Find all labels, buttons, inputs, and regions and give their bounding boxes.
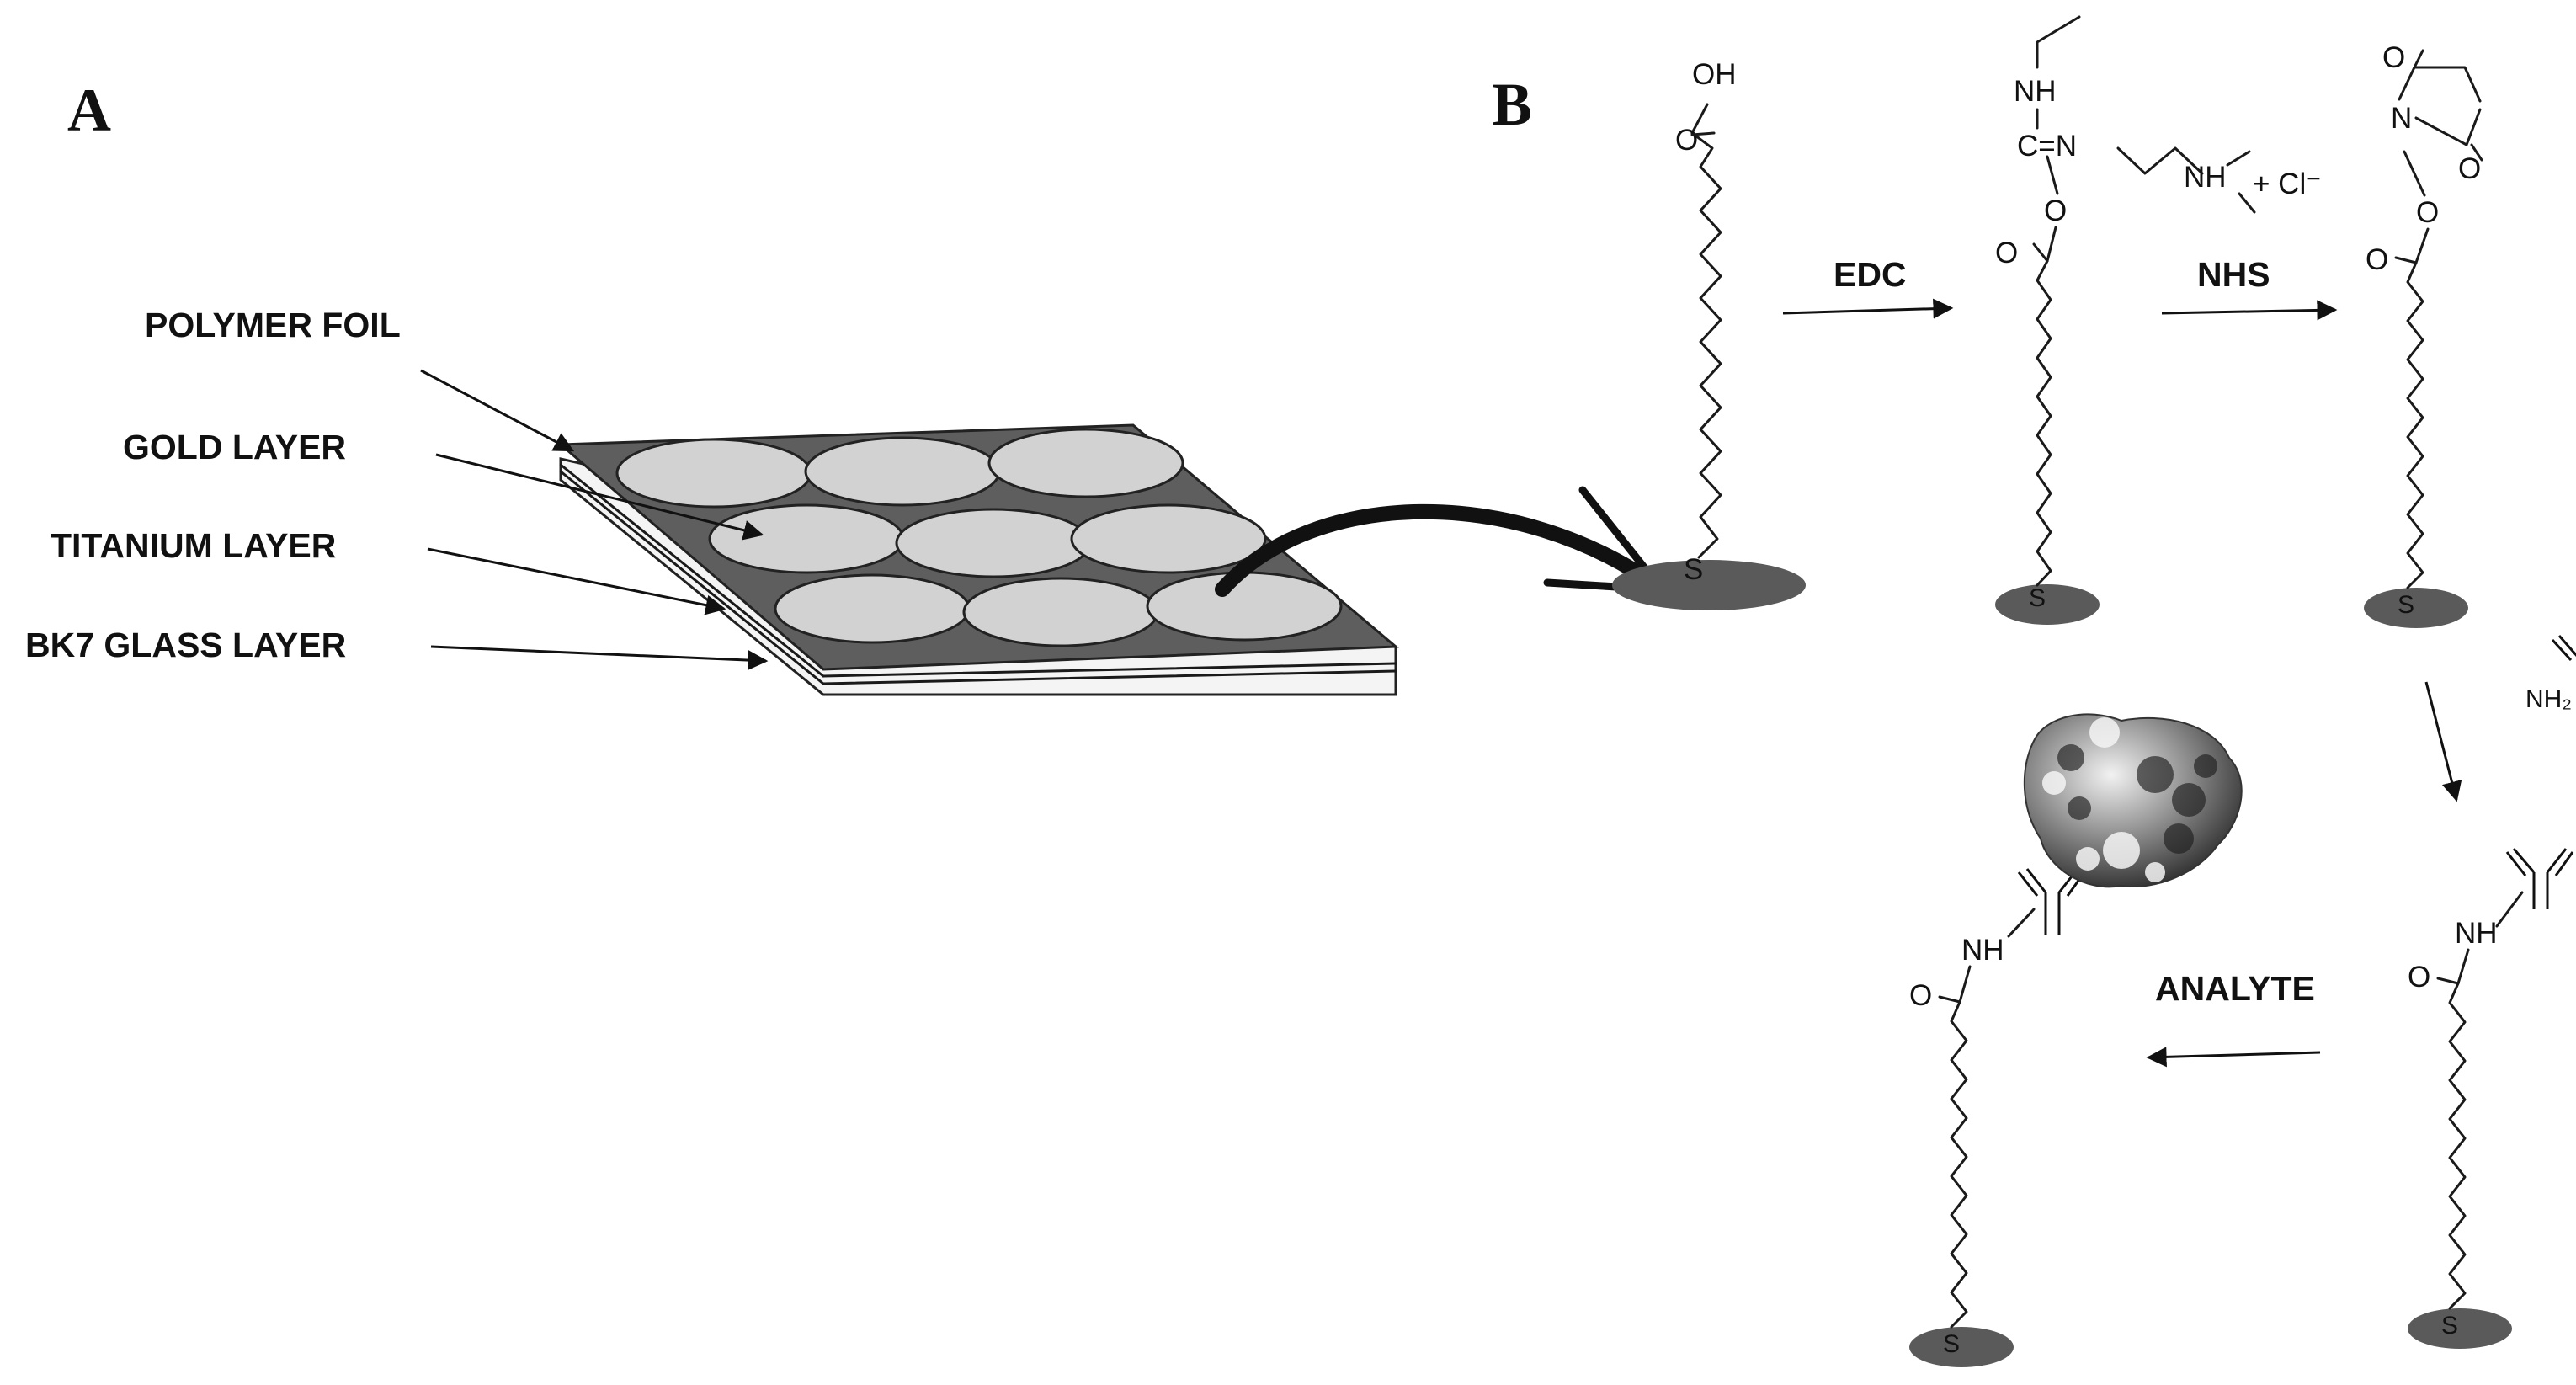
panel-a-letter: A [67,77,111,144]
gold-electrode [1612,560,1806,610]
amide-oxygen: O [1909,979,1932,1012]
bridge-oxygen: O [2416,196,2439,229]
bridge-oxygen: O [2044,194,2067,227]
sulfur-atom: S [2441,1312,2458,1340]
gold-spot [1070,503,1267,574]
glass-layer-arrow [430,645,769,671]
sulfur-atom: S [1684,553,1703,586]
polymer-foil-label: POLYMER FOIL [145,306,401,344]
gold-electrode [1995,584,2100,625]
titanium-layer-label: TITANIUM LAYER [51,526,336,565]
gold-electrode [1909,1327,2014,1367]
polymer-foil-arrow [420,369,575,452]
gold-electrode [2408,1308,2512,1349]
amine-group: NH₂ [2525,685,2572,713]
gold-spot [987,428,1184,498]
glass-layer-label: BK7 GLASS LAYER [25,626,346,664]
gold-spot [615,438,812,509]
gold-spot [895,508,1092,578]
isourea-carbon: C=N [2017,130,2077,162]
edc-label: EDC [1834,255,1907,294]
sensor-chip [557,423,1399,696]
succinimide-nitrogen: N [2391,102,2412,135]
amide-oxygen: O [2408,961,2430,993]
nhs-arrow [2161,300,2338,321]
sulfur-atom: S [2029,584,2046,612]
molecule-carboxylic-acid: S O OH [1612,58,1806,610]
coupling-arrow [2424,681,2462,802]
imide-oxygen-top: O [2382,41,2405,74]
hydroxyl-group: OH [1692,58,1737,91]
edc-arrow [1782,298,1954,319]
gold-spot [774,573,971,644]
amide-nitrogen: NH [2455,917,2498,950]
nhs-label: NHS [2197,255,2270,294]
carbonyl-oxygen: O [1675,124,1698,157]
amide-nitrogen: NH [1961,934,2004,967]
sulfur-atom: S [1943,1330,1960,1358]
antibody-reagent: NH₂ [2525,635,2576,713]
gold-spot [708,503,905,574]
molecule-nhs-ester: S O O N O O [2364,41,2483,628]
panel-b-letter: B [1492,71,1532,138]
chloride-counterion: + Cl⁻ [2253,168,2322,200]
molecule-antibody-bound: S O NH [2408,848,2574,1349]
gold-layer-arrow [435,453,764,541]
ester-oxygen: O [1995,237,2018,269]
titanium-layer-arrow [427,547,726,615]
gold-spot [804,436,1001,507]
gold-spots [615,428,1343,647]
imide-oxygen-bottom: O [2458,152,2481,185]
molecule-analyte-captured: S O NH [1909,868,2086,1367]
gold-layer-label: GOLD LAYER [123,428,346,466]
ester-oxygen: O [2366,243,2388,276]
analyte-label: ANALYTE [2155,969,2315,1008]
ammonium-group: NH [2184,161,2227,194]
analyte-protein [2023,713,2243,888]
gold-spot [962,577,1159,647]
molecule-edc-intermediate: S O O C=N NH NH + Cl⁻ [1995,15,2322,625]
ethyl-amine: NH [2014,75,2057,108]
sulfur-atom: S [2398,591,2414,619]
analyte-arrow [2146,1047,2321,1068]
gold-electrode [2364,588,2468,628]
gold-spot [1146,571,1343,642]
